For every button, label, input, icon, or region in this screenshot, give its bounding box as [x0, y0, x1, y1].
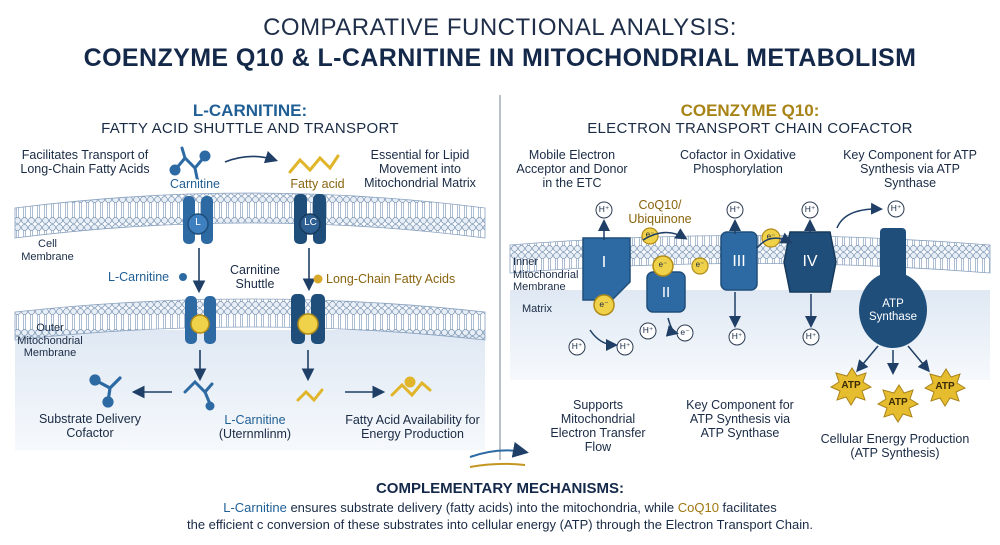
outer-mitochondrial-membrane: [14, 298, 486, 341]
electron-bubble-3-icon: [691, 257, 709, 275]
cell-membrane-label: Cell Membrane: [21, 238, 74, 263]
eminus-label-1: e⁻: [680, 327, 690, 337]
hplus-label-6: H⁺: [619, 341, 631, 351]
footer-title: COMPLEMENTARY MECHANISMS:: [375, 480, 625, 497]
fatty-availability-label: Fatty Acid Availability for Energy Produ…: [345, 413, 480, 441]
fatty-acid-energy-icon: [390, 376, 432, 398]
atp-synthase: [859, 228, 927, 348]
hplus-label-1: H⁺: [598, 204, 610, 214]
footer-l1-end: facilitates: [718, 500, 777, 515]
inner-membrane-label: Inner Mitochondrial Membrane: [513, 256, 579, 293]
eminus-label-6: e⁻: [766, 232, 776, 241]
complex-iii: [720, 231, 758, 291]
electron-bubble-icon: [593, 294, 615, 316]
facilitates-label: Facilitates Transport of Long-Chain Fatt…: [20, 148, 150, 176]
complex-i: [582, 237, 631, 301]
complex-iv-label: IV: [802, 253, 818, 270]
l-carnitine-dot-label: L-Carnitine: [108, 270, 170, 284]
l-carnitine-molecule-icon: [183, 379, 215, 411]
hplus-label-3: H⁺: [804, 204, 816, 214]
complex-ii-label: II: [661, 284, 671, 301]
atp-burst-icons: [829, 367, 967, 423]
transporter-l-label: L: [195, 217, 201, 228]
atp-synthase-label: ATP Synthase: [869, 298, 917, 323]
proton-bubbles: [568, 200, 905, 356]
hplus-label-2: H⁺: [729, 204, 741, 214]
cofactor-label: Cofactor in Oxidative Phosphorylation: [679, 148, 797, 176]
left-section-subtitle: FATTY ACID SHUTTLE AND TRANSPORT: [101, 120, 399, 137]
key-component-top-label: Key Component for ATP Synthesis via ATP …: [843, 148, 977, 190]
l-carnitine-dot-icon: [179, 273, 187, 281]
hplus-label-7: H⁺: [642, 325, 654, 335]
fatty-acid-label: Fatty acid: [290, 177, 345, 191]
title-line-2: COENZYME Q10 & L-CARNITINE IN MITOCHONDR…: [83, 44, 917, 72]
footer-l1-text: ensures substrate delivery (fatty acids)…: [286, 500, 678, 515]
footer-l-carnitine: L-Carnitine: [223, 500, 287, 515]
outer-transporter-right: [291, 294, 325, 344]
eminus-label-5: e⁻: [695, 260, 705, 269]
hplus-label-5: H⁺: [571, 341, 583, 351]
atp-label-3: ATP: [935, 381, 955, 392]
transporter-lc-label: LC: [304, 217, 317, 228]
hplus-label-8: H⁺: [731, 331, 743, 341]
outer-transporter-left: [185, 296, 216, 344]
outer-membrane-label: Outer Mitochondrial Membrane: [17, 322, 83, 359]
essential-label: Essential for Lipid Movement into Mitoch…: [364, 148, 476, 190]
coq10-molecule-icon: [652, 255, 674, 277]
footer-coq10: CoQ10: [677, 500, 719, 515]
footer-line-2: the efficient c conversion of these subs…: [186, 517, 813, 532]
complementary-arrow-gold: [469, 462, 526, 468]
cell-membrane: [14, 192, 486, 239]
fatty-acid-icon: [288, 154, 340, 174]
fatty-acid-chain-icon: [296, 388, 324, 403]
complex-i-label: I: [601, 254, 607, 271]
complementary-arrow-blue: [469, 441, 529, 458]
right-section-title: COENZYME Q10:: [680, 101, 820, 120]
etc-arrows: [589, 202, 930, 375]
garbled-label: (Uternmlinm): [218, 427, 292, 441]
key-component-bottom-label: Key Component for ATP Synthesis via ATP …: [686, 398, 794, 440]
substrate-molecule-icon: [89, 374, 122, 408]
transporter-l: [183, 196, 213, 244]
supports-label: Supports Mitochondrial Electron Transfer…: [550, 398, 646, 454]
coq10-label: CoQ10/ Ubiquinone: [628, 198, 692, 226]
carnitine-label: Carnitine: [169, 177, 221, 191]
long-chain-label: Long-Chain Fatty Acids: [326, 272, 456, 286]
hplus-label-9: H⁺: [805, 331, 817, 341]
atp-label-2: ATP: [888, 397, 908, 408]
fatty-acid-dot-icon: [313, 274, 323, 284]
hplus-label-4: H⁺: [890, 203, 902, 213]
mobile-electron-label: Mobile Electron Acceptor and Donor in th…: [516, 148, 628, 190]
complex-iv: [783, 231, 837, 293]
carnitine-shuttle-label: Carnitine Shuttle: [229, 263, 281, 291]
complex-iii-label: III: [732, 253, 746, 270]
left-section-title: L-CARNITINE:: [192, 101, 308, 120]
atp-label-1: ATP: [841, 380, 861, 391]
eminus-label-2: e⁻: [599, 299, 609, 309]
transporter-lc: [294, 194, 326, 244]
matrix-label: Matrix: [522, 303, 552, 315]
title-line-1: COMPARATIVE FUNCTIONAL ANALYSIS:: [263, 14, 737, 41]
footer-line-1: L-Carnitine ensures substrate delivery (…: [0, 500, 1000, 515]
carnitine-molecule-icon: [169, 146, 211, 180]
carnitine-to-fatty-arrow: [224, 150, 279, 164]
cellular-energy-label: Cellular Energy Production (ATP Synthesi…: [820, 432, 970, 460]
right-section-subtitle: ELECTRON TRANSPORT CHAIN COFACTOR: [587, 120, 913, 137]
eminus-label-4: e⁻: [658, 260, 668, 269]
eminus-label-3: e⁻: [645, 230, 655, 239]
l-carnitine-bottom-label: L-Carnitine: [224, 413, 286, 427]
substrate-label: Substrate Delivery Cofactor: [38, 412, 142, 440]
